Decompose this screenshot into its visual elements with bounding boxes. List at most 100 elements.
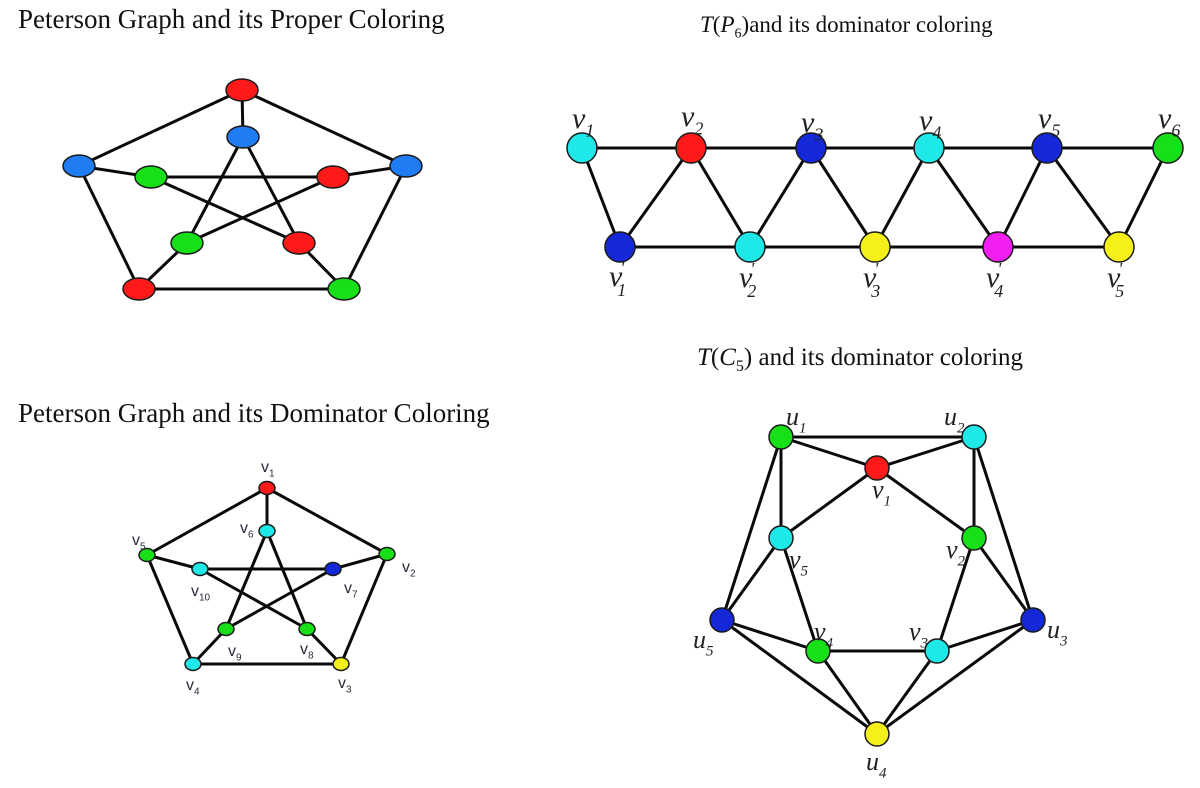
node-o2-blue	[389, 154, 423, 178]
edge-u5-u1	[720, 436, 783, 621]
node-i5-green	[134, 165, 168, 189]
edge-v9-v6	[224, 530, 269, 630]
petersen-proper-graph	[62, 78, 423, 301]
edge-u2-v1	[876, 435, 975, 470]
edge-w4-v5	[996, 147, 1049, 248]
tp6-title-var: P	[720, 12, 735, 37]
node-v2-green	[378, 546, 396, 562]
node-i1-blue	[226, 125, 260, 149]
edge-w5-v6	[1117, 147, 1170, 248]
edge-w3-v4	[873, 147, 931, 248]
node-v3-navy	[795, 132, 827, 164]
label-v9: v9	[228, 643, 242, 663]
node-u3-navy	[1020, 607, 1046, 633]
node-i4-green	[170, 231, 204, 255]
label-w3: v'3	[863, 259, 880, 301]
node-u2-cyan	[961, 424, 987, 450]
tp6-title: T(P6)and its dominator coloring	[700, 12, 993, 43]
edge-i1-i3	[241, 136, 301, 244]
label-v8: v8	[300, 641, 314, 661]
edge-u5-v4	[721, 618, 819, 653]
label-v4: v4	[186, 677, 200, 697]
tc5-title-rest: and its dominator coloring	[752, 344, 1024, 371]
node-v1-cyan	[566, 132, 598, 164]
edge-v7-v9	[225, 567, 334, 631]
label-v7: v7	[344, 580, 358, 600]
dominator-coloring-title: Peterson Graph and its Dominator Colorin…	[18, 398, 490, 428]
node-w1-navy	[604, 231, 636, 263]
edge-o1-o2	[241, 88, 407, 168]
tp6-title-paren-open: (	[712, 12, 721, 37]
label-u3: u3	[1047, 615, 1068, 649]
edge-v4-w4	[927, 147, 1000, 248]
edge-u1-v1	[780, 435, 878, 470]
edge-u3-v3	[936, 618, 1034, 653]
edge-v6-v8	[265, 530, 309, 630]
node-v2-red	[675, 132, 707, 164]
node-v2-green	[961, 525, 987, 551]
edge-o4-o5	[77, 165, 141, 290]
node-v4-cyan	[184, 656, 202, 672]
label-v5: v5	[789, 545, 809, 579]
node-v6-green	[1152, 132, 1184, 164]
label-v5: v5	[132, 532, 146, 552]
edge-v2-v3	[935, 537, 976, 652]
node-v1-red	[258, 480, 276, 496]
label-w4: v'4	[986, 259, 1003, 301]
edge-v5-w5	[1045, 147, 1121, 248]
edge-i2-i4	[186, 175, 334, 245]
edge-v1-w1	[580, 147, 622, 248]
label-v3: v3	[338, 675, 352, 695]
label-v10: v10	[191, 583, 211, 603]
node-w5-yellow	[1103, 231, 1135, 263]
edge-v3-v8	[305, 627, 343, 666]
edge-u2-u3	[972, 436, 1035, 621]
tc5-title: T(C5) and its dominator coloring	[697, 344, 1023, 376]
node-o5-blue	[62, 154, 96, 178]
node-w4-magenta	[982, 231, 1014, 263]
node-v6-cyan	[258, 523, 276, 539]
edge-o2-o3	[342, 165, 408, 290]
node-i3-red	[282, 231, 316, 255]
node-v9-green	[217, 621, 235, 637]
edge-u3-u4	[876, 618, 1034, 736]
edge-v5-v1	[146, 486, 268, 557]
tp6-title-paren-close: )	[741, 12, 750, 37]
edge-v4-v5	[145, 554, 195, 665]
proper-coloring-title: Peterson Graph and its Proper Coloring	[18, 4, 445, 34]
label-w1: v'1	[609, 258, 626, 300]
node-i2-red	[316, 165, 350, 189]
tc5-title-paren-close: )	[743, 344, 753, 371]
label-v4: v4	[919, 104, 941, 142]
node-o3-green	[327, 277, 361, 301]
tp6-title-t: T	[700, 12, 713, 37]
label-u5: u5	[693, 625, 714, 659]
node-u5-navy	[709, 607, 735, 633]
tp6-title-rest: and its dominator coloring	[749, 12, 993, 37]
node-v3-yellow	[332, 656, 350, 672]
edge-u4-u5	[721, 618, 878, 736]
tc5-title-var: C	[719, 344, 736, 371]
tc5-title-paren-open: (	[710, 344, 720, 371]
edge-v1-v2	[876, 466, 975, 540]
label-v1: v1	[872, 475, 891, 509]
label-v1: v1	[572, 102, 594, 140]
label-w2: v'2	[739, 259, 756, 301]
edge-i3-i5	[150, 175, 300, 245]
edge-u3-v2	[972, 537, 1035, 621]
edge-v5-v10	[146, 553, 201, 571]
edge-u4-v4	[816, 650, 879, 735]
label-v6: v6	[1158, 102, 1180, 140]
node-v5-green	[138, 547, 156, 563]
tc5-title-t: T	[697, 344, 711, 371]
node-o4-red	[122, 277, 156, 301]
edge-v4-v9	[191, 627, 228, 666]
label-v2: v2	[946, 535, 966, 569]
edge-w1-v2	[618, 147, 693, 248]
node-u1-green	[768, 424, 794, 450]
edge-v4-v5	[779, 537, 820, 652]
node-v5-navy	[1031, 132, 1063, 164]
node-v8-green	[298, 621, 316, 637]
